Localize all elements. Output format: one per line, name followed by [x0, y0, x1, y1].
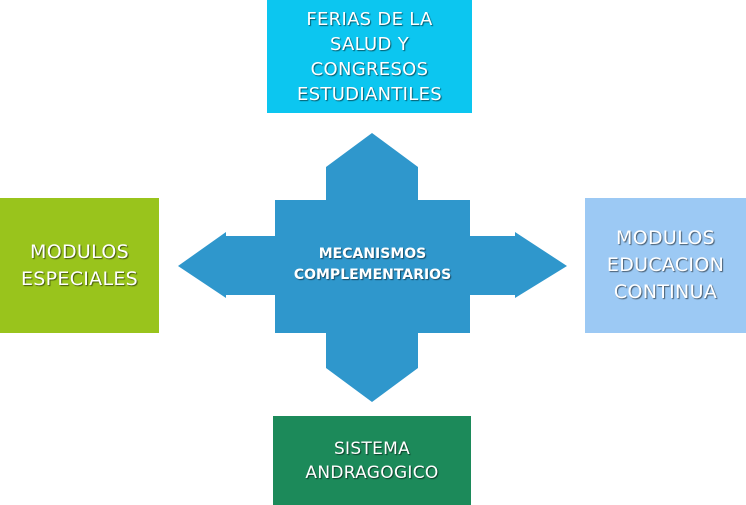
- four-way-arrow-shape: [178, 133, 567, 402]
- node-modulos-especiales: MODULOS ESPECIALES: [0, 198, 159, 333]
- node-modulos-educacion-continua: MODULOS EDUCACION CONTINUA: [585, 198, 746, 333]
- center-label: MECANISMOS COMPLEMENTARIOS: [293, 246, 452, 283]
- node-ferias-salud: FERIAS DE LA SALUD Y CONGRESOS ESTUDIANT…: [267, 0, 472, 113]
- node-sistema-andragogico: SISTEMA ANDRAGOGICO: [273, 416, 471, 505]
